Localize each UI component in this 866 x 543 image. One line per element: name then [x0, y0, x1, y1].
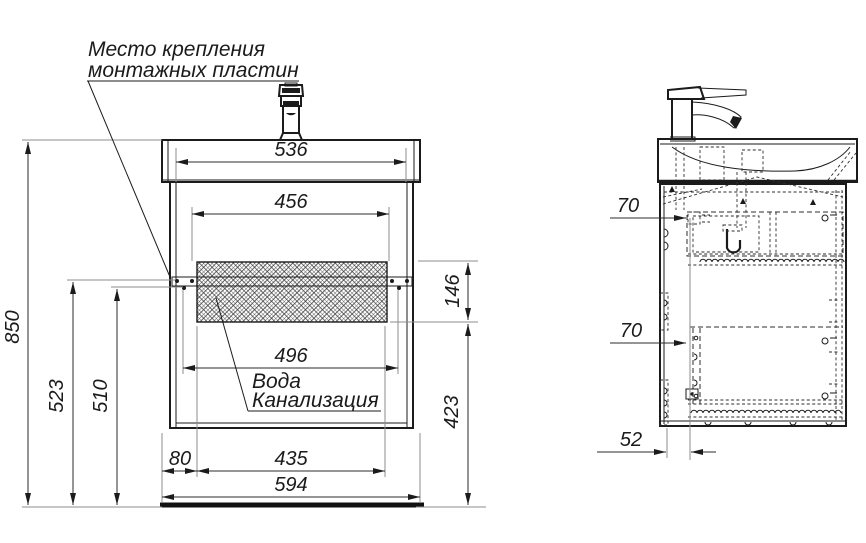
dim-bottom-rear-offset: 52	[620, 429, 642, 451]
dim-left-offset: 80	[169, 448, 191, 470]
faucet-front-icon	[277, 82, 305, 141]
dim-under-zone-height: 423	[441, 395, 463, 428]
dim-mounting-span: 496	[274, 345, 308, 367]
mounting-plate-annotation: Место крепления монтажных пластин	[87, 38, 299, 278]
cabinet-front	[169, 181, 414, 429]
dim-inner-width: 456	[274, 191, 308, 213]
dim-mounting-zone-height: 146	[442, 273, 464, 307]
utility-line2: Канализация	[252, 389, 379, 412]
utility-line1: Вода	[252, 370, 301, 393]
service-access-hatch-zone	[196, 261, 388, 323]
dim-overall-width: 594	[274, 474, 307, 496]
annotation-leader-line	[87, 80, 171, 278]
utility-leader-line	[215, 297, 249, 412]
annotation-line2: монтажных пластин	[88, 59, 299, 82]
side-view-dimensions: 70 70 52	[597, 195, 716, 460]
dim-drawer-width: 435	[274, 448, 308, 470]
cabinet-internal-hidden-lines	[659, 172, 845, 426]
dim-upper-fix-height: 523	[46, 379, 68, 412]
dim-overall-height: 850	[2, 310, 24, 343]
dim-upper-front-offset: 70	[617, 195, 639, 217]
front-view	[160, 82, 424, 508]
faucet-side-icon	[667, 85, 747, 142]
side-view	[657, 85, 858, 427]
washbasin-side	[657, 138, 858, 183]
front-view-dimensions: 536 456 496 80 435 594 850 523 510 146 4…	[2, 139, 486, 508]
mounting-plate-strip	[171, 276, 413, 290]
dim-top-width: 536	[274, 139, 308, 161]
utility-callout: Вода Канализация	[215, 297, 381, 412]
dim-lower-fix-height: 510	[90, 379, 112, 412]
annotation-line1: Место крепления	[88, 38, 265, 61]
dim-lower-front-offset: 70	[620, 320, 642, 342]
